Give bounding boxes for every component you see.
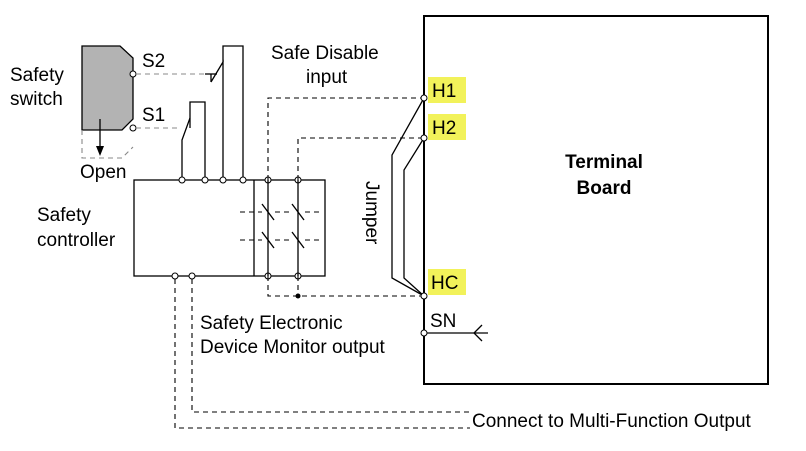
terminal-h1-node [420,94,428,102]
sn-wire-arrow-icon [427,324,488,342]
controller-terminal-4 [239,176,247,184]
jumper-label: Jumper [361,181,382,245]
controller-terminal-3 [219,176,227,184]
safety-switch-open-outline [81,130,134,159]
edm-label-2: Device Monitor output [200,337,386,358]
s2-label: S2 [142,51,165,72]
edm-wire-1 [174,279,470,429]
safety-controller-box [133,179,326,277]
s2-node [129,70,137,78]
s1-node [129,124,137,132]
s1-contact [181,117,191,180]
wire-h2 [297,137,424,180]
s1-bracket [189,101,206,180]
terminal-board-label-2: Board [577,178,632,199]
terminal-h2-label: H2 [432,118,456,139]
s2-bracket [222,45,244,180]
terminal-h2-highlight [428,114,466,140]
terminal-hc-highlight [428,269,466,295]
safety-switch-body [81,45,134,131]
controller-terminal-1 [178,176,186,184]
relay-contacts [240,180,322,276]
controller-terminal-2 [201,176,209,184]
terminal-h2-node [420,134,428,142]
safety-switch-label-2: switch [10,89,63,110]
wire-hc [267,276,424,297]
terminal-board-label-1: Terminal [565,152,643,173]
s1-label: S1 [142,105,165,126]
safety-switch-label-1: Safety [10,65,64,86]
terminal-hc-label: HC [431,273,458,294]
safety-controller-label-1: Safety [37,205,91,226]
edm-label-1: Safety Electronic [200,313,343,334]
connect-mfo-label: Connect to Multi-Function Output [472,411,752,432]
s2-contact [210,59,224,180]
terminal-sn-node [420,329,428,337]
wire-h1 [267,97,424,180]
terminal-sn-label: SN [430,311,456,332]
safe-disable-label-2: input [306,67,348,88]
terminal-h1-label: H1 [432,81,456,102]
edm-wire-2 [191,279,470,413]
safe-disable-label-1: Safe Disable [271,43,379,64]
safety-controller-label-2: controller [37,230,116,251]
open-arrow-icon [96,119,104,156]
terminal-board [423,15,769,385]
open-label: Open [80,162,126,183]
terminal-h1-highlight [428,77,466,103]
controller-terminal-edm-2 [188,272,196,280]
jumper-wires [391,97,425,297]
terminal-hc-node [420,292,428,300]
controller-terminal-edm-1 [171,272,179,280]
